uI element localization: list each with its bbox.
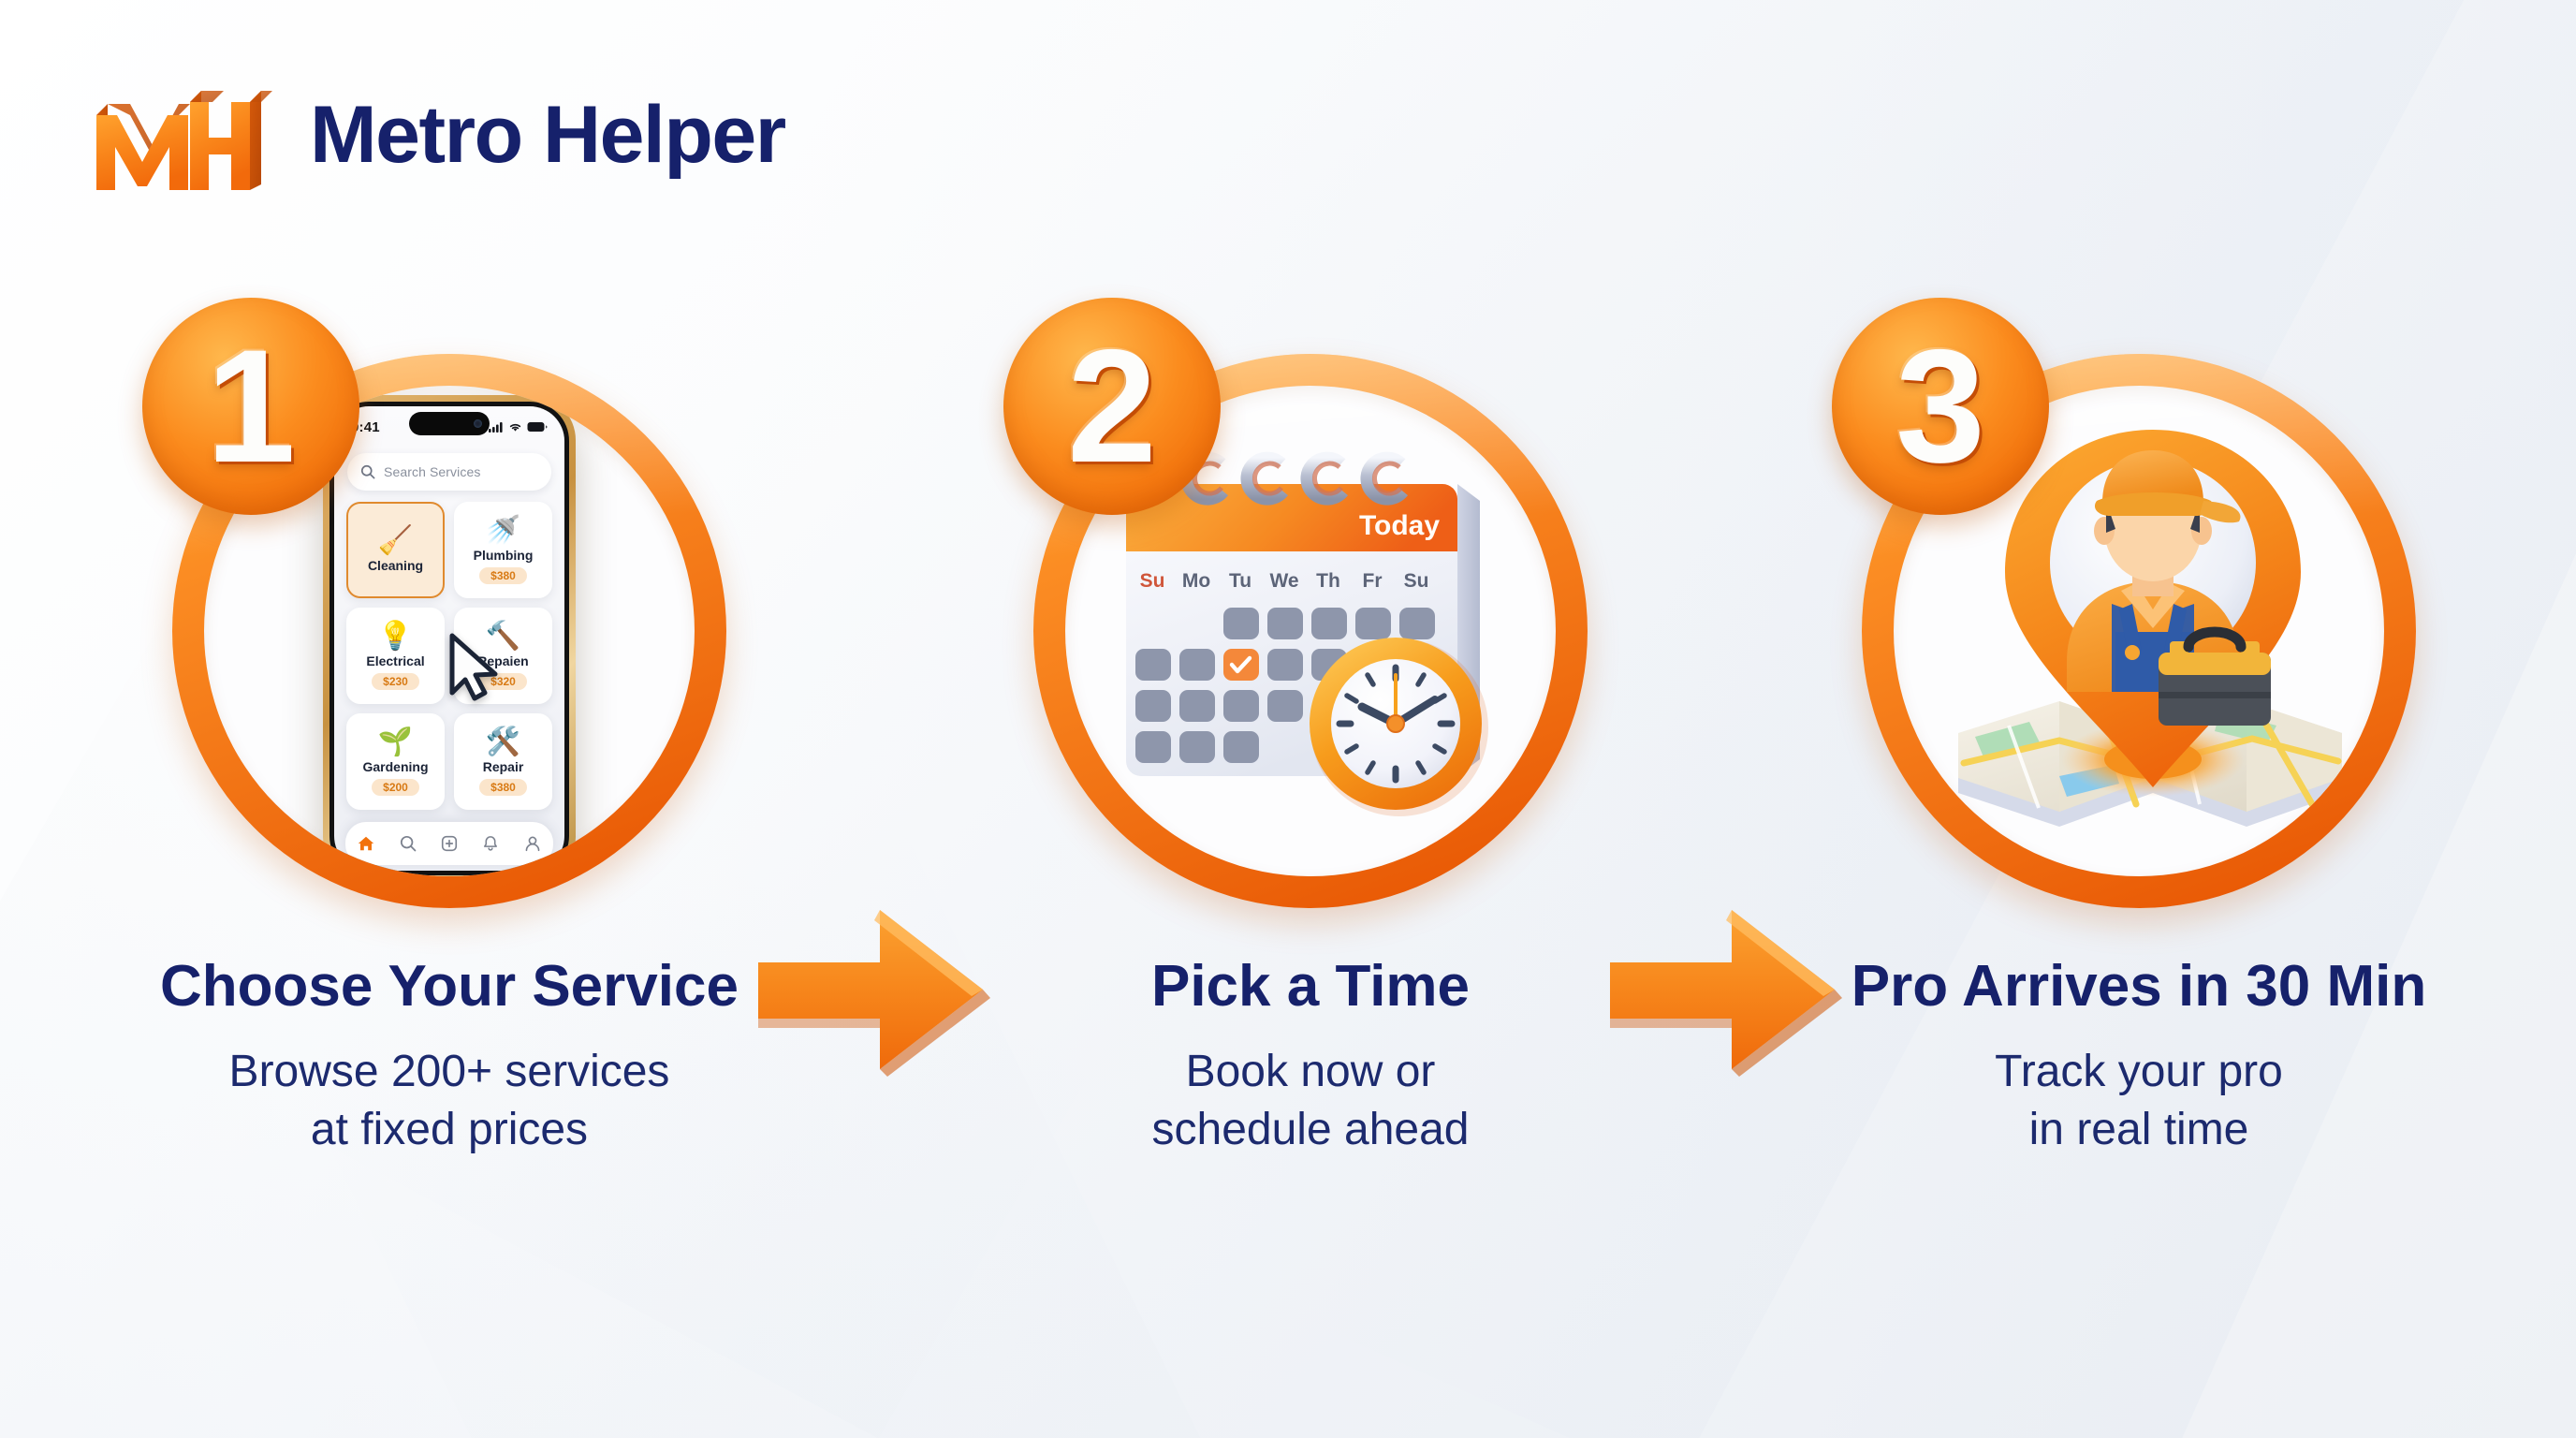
- mouse-cursor-icon: [449, 633, 498, 701]
- svg-text:Fr: Fr: [1363, 570, 1383, 592]
- phone-screen: 9:41: [334, 406, 564, 871]
- step-1: 9:41: [94, 298, 805, 1154]
- front-camera-icon: [474, 419, 482, 428]
- map-pin-icon: [2005, 430, 2301, 787]
- phone-mockup: 9:41: [323, 395, 576, 876]
- map-pin-worker-illustration: [1919, 411, 2359, 851]
- search-input[interactable]: Search Services: [347, 453, 551, 491]
- service-card-electrical[interactable]: 💡 Electrical $230: [346, 608, 445, 704]
- step-subtitle: Book now or schedule ahead: [955, 1043, 1666, 1158]
- step-3-caption: Pro Arrives in 30 Min Track your pro in …: [1783, 954, 2495, 1158]
- service-name: Plumbing: [473, 547, 534, 563]
- home-icon[interactable]: [357, 834, 375, 853]
- svg-text:Su: Su: [1140, 570, 1165, 592]
- svg-text:Tu: Tu: [1229, 570, 1251, 592]
- service-price: $380: [479, 566, 527, 584]
- step-title: Pro Arrives in 30 Min: [1851, 954, 2427, 1019]
- service-card-repair[interactable]: 🛠️ Repair $380: [454, 713, 552, 810]
- phone-status-bar: 9:41: [334, 406, 564, 444]
- service-price: $380: [479, 778, 527, 796]
- step-2-caption: Pick a Time Book now or schedule ahead: [955, 954, 1666, 1158]
- calendar-selected-day: [1223, 649, 1259, 681]
- phone-bezel: 9:41: [329, 402, 569, 875]
- mh-monogram-logo-icon: [89, 80, 276, 190]
- step-1-illustration: 9:41: [204, 386, 695, 876]
- tools-icon: 🛠️: [485, 726, 521, 757]
- service-grid: 🧹 Cleaning 🚿 Plumbing $380: [346, 502, 552, 810]
- step-title: Pick a Time: [1150, 954, 1471, 1019]
- step-number: 3: [1895, 316, 1985, 496]
- svg-text:Mo: Mo: [1182, 570, 1210, 592]
- brand-name: Metro Helper: [310, 90, 786, 180]
- service-name: Electrical: [366, 653, 425, 668]
- status-time: 9:41: [351, 418, 380, 435]
- calendar-day-labels: Su Mo Tu We Th Fr Su: [1140, 570, 1429, 592]
- lightbulb-icon: 💡: [377, 620, 414, 652]
- service-name: Gardening: [362, 758, 429, 774]
- bell-icon[interactable]: [481, 834, 500, 853]
- step-subtitle: Track your pro in real time: [1783, 1043, 2495, 1158]
- step-number: 1: [206, 316, 296, 496]
- service-name: Repaien: [477, 653, 529, 668]
- analog-clock-icon: [1310, 638, 1488, 816]
- step-2-circle: Today: [1003, 298, 1610, 908]
- steps-row: 9:41: [0, 298, 2576, 1154]
- arrow-right-icon: [758, 910, 990, 1077]
- dynamic-island: [409, 412, 490, 435]
- calendar-today-label: Today: [1359, 510, 1440, 541]
- step-subtitle-line: Browse 200+ services: [228, 1047, 670, 1097]
- toolbox-icon: [2159, 626, 2271, 726]
- battery-icon: [527, 422, 548, 432]
- step-1-caption: Choose Your Service Browse 200+ services…: [94, 954, 805, 1158]
- brand-logo: Metro Helper: [89, 80, 786, 190]
- service-price: $230: [372, 672, 419, 690]
- service-card-gardening[interactable]: 🌱 Gardening $200: [346, 713, 445, 810]
- broom-icon: 🧹: [377, 525, 414, 556]
- wifi-icon: [509, 423, 521, 432]
- step-number-badge: 1: [142, 298, 359, 515]
- service-name: Cleaning: [367, 558, 424, 573]
- step-1-circle: 9:41: [142, 298, 749, 908]
- step-subtitle-line: schedule ahead: [1151, 1104, 1470, 1154]
- cellular-signal-icon: [489, 422, 503, 433]
- search-icon[interactable]: [399, 834, 417, 853]
- step-3: 3 Pro Arrives in 30 Min Track your pro i…: [1783, 298, 2495, 1154]
- step-number-badge: 3: [1832, 298, 2049, 515]
- search-icon: [360, 464, 375, 479]
- faucet-icon: 🚿: [485, 514, 521, 546]
- search-placeholder: Search Services: [384, 464, 481, 479]
- service-price: $320: [479, 672, 527, 690]
- service-card-cleaning[interactable]: 🧹 Cleaning: [346, 502, 445, 598]
- step-3-circle: 3: [1832, 298, 2438, 908]
- step-subtitle-line: at fixed prices: [310, 1104, 589, 1154]
- phone-tab-bar: [345, 822, 553, 865]
- step-2: Today: [955, 298, 1666, 1154]
- service-card-plumbing[interactable]: 🚿 Plumbing $380: [454, 502, 552, 598]
- service-price: $200: [372, 778, 419, 796]
- hammer-icon: 🔨: [485, 620, 521, 652]
- svg-text:Th: Th: [1316, 570, 1340, 592]
- arrow-right-icon: [1610, 910, 1842, 1077]
- step-subtitle-line: Track your pro: [1995, 1047, 2283, 1097]
- svg-text:We: We: [1269, 570, 1298, 592]
- worker-avatar: [2067, 450, 2271, 726]
- profile-icon[interactable]: [523, 834, 542, 853]
- seedling-icon: 🌱: [377, 726, 414, 757]
- step-3-illustration: [1894, 386, 2384, 876]
- step-subtitle-line: in real time: [2028, 1104, 2249, 1154]
- step-subtitle: Browse 200+ services at fixed prices: [94, 1043, 805, 1158]
- step-number: 2: [1067, 316, 1157, 496]
- check-mark-icon: [1229, 655, 1252, 674]
- svg-text:Su: Su: [1404, 570, 1429, 592]
- step-subtitle-line: Book now or: [1185, 1047, 1436, 1097]
- service-name: Repair: [482, 758, 524, 774]
- step-number-badge: 2: [1003, 298, 1221, 515]
- add-plus-icon[interactable]: [440, 834, 459, 853]
- status-icons: [489, 421, 548, 433]
- step-title: Choose Your Service: [160, 954, 739, 1019]
